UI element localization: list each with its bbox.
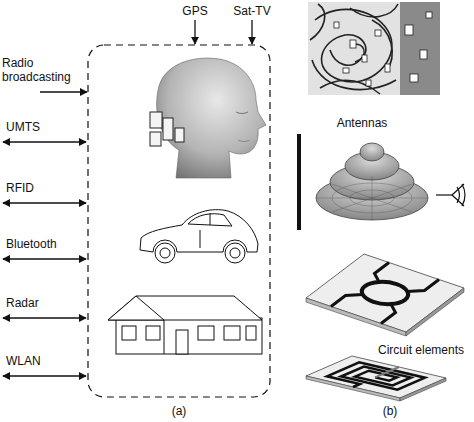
service-label: RFID (6, 181, 76, 195)
radiation-pattern (316, 143, 428, 220)
wlan-arrow (3, 375, 86, 376)
service-label: Radio broadcasting (2, 56, 78, 84)
field-plot (308, 2, 440, 95)
section-label: Antennas (326, 116, 398, 130)
sat-tv-arrow (251, 20, 252, 44)
car-drawing (140, 210, 258, 263)
label-text: (b) (383, 404, 398, 418)
ring-hybrid-board (306, 254, 464, 336)
label-text: (a) (172, 404, 187, 418)
service-label: WLAN (6, 354, 76, 368)
rfid-arrow (3, 202, 86, 203)
service-label: GPS (175, 4, 215, 18)
label-text: Radar (6, 296, 39, 310)
label-text: RFID (6, 181, 34, 195)
panel-letter: (a) (162, 404, 196, 418)
body-worn-antennas (150, 112, 184, 146)
service-label: UMTS (6, 120, 76, 134)
label-text: Antennas (337, 116, 388, 130)
label-text: Sat-TV (233, 4, 270, 18)
label-text: UMTS (6, 120, 40, 134)
spiral-inductor-board (306, 356, 446, 401)
label-text: Radio broadcasting (2, 56, 71, 84)
service-label: Radar (6, 296, 76, 310)
label-text: GPS (182, 4, 207, 18)
radar-arrow (3, 317, 86, 318)
section-label: Circuit elements (378, 343, 470, 357)
antenna-element (297, 134, 301, 230)
service-label: Bluetooth (6, 237, 82, 251)
label-text: Bluetooth (6, 237, 57, 251)
service-label: Sat-TV (228, 4, 276, 18)
antenna-symbol (436, 184, 465, 206)
bluetooth-arrow (3, 258, 86, 259)
radio-arrow (40, 91, 87, 92)
system-boundary (88, 45, 270, 397)
gps-arrow (194, 20, 195, 44)
umts-arrow (3, 141, 86, 142)
label-text: WLAN (6, 354, 41, 368)
panel-letter: (b) (376, 404, 404, 418)
label-text: Circuit elements (378, 343, 464, 357)
head-model (150, 58, 266, 178)
house-drawing (108, 296, 262, 354)
